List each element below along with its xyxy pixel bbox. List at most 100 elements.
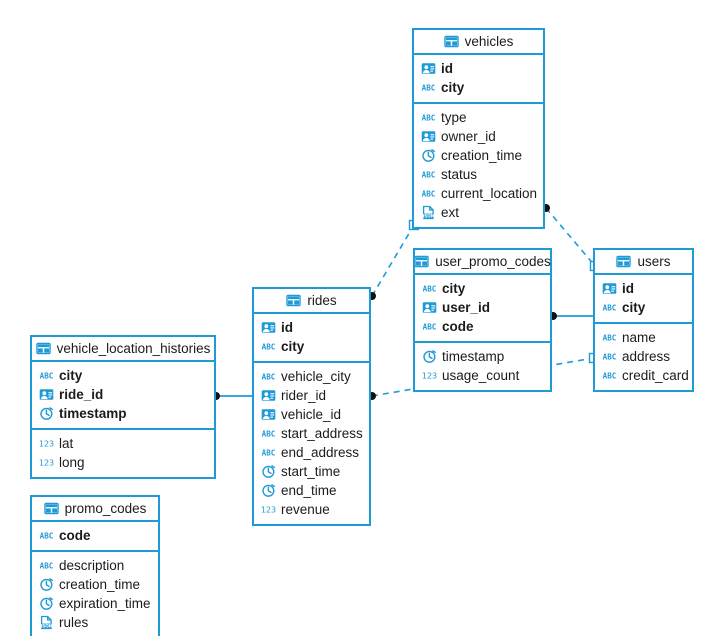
table-icon bbox=[616, 254, 632, 269]
svg-text:JSON: JSON bbox=[422, 213, 435, 218]
abc-string-icon: ABC bbox=[422, 319, 437, 334]
primary-key-row-city[interactable]: ABC city bbox=[32, 366, 214, 385]
column-row-expiration_time[interactable]: expiration_time bbox=[32, 594, 158, 613]
abc-string-icon: ABC bbox=[261, 426, 276, 441]
column-row-name[interactable]: ABC name bbox=[595, 328, 692, 347]
column-row-owner_id[interactable]: owner_id bbox=[414, 127, 543, 146]
uuid-key-icon bbox=[422, 300, 437, 315]
abc-string-icon: ABC bbox=[261, 369, 276, 384]
column-row-vehicle_id[interactable]: vehicle_id bbox=[254, 405, 369, 424]
column-row-end_time[interactable]: end_time bbox=[254, 481, 369, 500]
svg-text:ABC: ABC bbox=[422, 84, 436, 93]
table-icon bbox=[414, 254, 429, 269]
column-row-vehicle_city[interactable]: ABC vehicle_city bbox=[254, 367, 369, 386]
column-row-creation_time[interactable]: creation_time bbox=[414, 146, 543, 165]
123-number-icon: 123 bbox=[261, 502, 276, 517]
table-header-user_promo_codes[interactable]: user_promo_codes bbox=[414, 250, 551, 275]
table-header-vehicle_location_histories[interactable]: vehicle_location_histories bbox=[32, 337, 214, 362]
uuid-key-icon bbox=[39, 387, 54, 402]
svg-text:ABC: ABC bbox=[422, 171, 436, 180]
column-row-status[interactable]: ABC status bbox=[414, 165, 543, 184]
abc-string-icon: ABC bbox=[602, 300, 617, 315]
svg-text:ABC: ABC bbox=[423, 285, 437, 294]
primary-key-row-id[interactable]: id bbox=[414, 59, 543, 78]
column-name: ride_id bbox=[59, 386, 104, 402]
uuid-key-icon bbox=[602, 281, 617, 296]
table-header-rides[interactable]: rides bbox=[254, 289, 369, 314]
abc-string-icon: ABC bbox=[39, 528, 54, 543]
table-header-users[interactable]: users bbox=[595, 250, 692, 275]
column-row-timestamp[interactable]: timestamp bbox=[415, 347, 550, 366]
column-row-start_time[interactable]: start_time bbox=[254, 462, 369, 481]
column-name: credit_card bbox=[622, 367, 689, 383]
column-name: vehicle_city bbox=[281, 368, 351, 384]
table-icon bbox=[35, 341, 51, 356]
table-title: promo_codes bbox=[64, 500, 147, 516]
column-row-rider_id[interactable]: rider_id bbox=[254, 386, 369, 405]
column-name: start_address bbox=[281, 425, 363, 441]
abc-string-icon: ABC bbox=[39, 368, 54, 383]
primary-key-row-ride_id[interactable]: ride_id bbox=[32, 385, 214, 404]
svg-text:ABC: ABC bbox=[262, 449, 276, 458]
123-number-icon: 123 bbox=[39, 455, 54, 470]
uuid-key-icon bbox=[261, 407, 276, 422]
primary-key-row-timestamp[interactable]: timestamp bbox=[32, 404, 214, 423]
relationship-user-promo-codes-to-users[interactable] bbox=[549, 312, 593, 320]
svg-text:ABC: ABC bbox=[262, 373, 276, 382]
column-row-ext[interactable]: JSON ext bbox=[414, 203, 543, 222]
column-name: ext bbox=[441, 204, 460, 220]
column-name: city bbox=[622, 299, 646, 315]
column-row-creation_time[interactable]: creation_time bbox=[32, 575, 158, 594]
column-name: revenue bbox=[281, 501, 330, 517]
table-header-vehicles[interactable]: vehicles bbox=[414, 30, 543, 55]
column-name: id bbox=[622, 280, 634, 296]
column-name: id bbox=[441, 60, 453, 76]
relationship-vehicles-to-rides[interactable] bbox=[368, 219, 420, 301]
json-icon: JSON bbox=[39, 615, 54, 630]
column-name: status bbox=[441, 166, 478, 182]
primary-key-row-id[interactable]: id bbox=[595, 279, 692, 298]
relationship-vehicle-location-histories-to-rides[interactable] bbox=[212, 392, 252, 400]
column-name: city bbox=[59, 367, 83, 383]
primary-key-row-user_id[interactable]: user_id bbox=[415, 298, 550, 317]
column-row-revenue[interactable]: 123 revenue bbox=[254, 500, 369, 519]
column-name: code bbox=[442, 318, 474, 334]
column-name: name bbox=[622, 329, 656, 345]
primary-key-row-code[interactable]: ABC code bbox=[415, 317, 550, 336]
primary-key-row-id[interactable]: id bbox=[254, 318, 369, 337]
svg-text:JSON: JSON bbox=[40, 623, 53, 628]
table-header-promo_codes[interactable]: promo_codes bbox=[32, 497, 158, 522]
primary-key-section-vehicle_location_histories: ABC city ride_id timestamp bbox=[32, 362, 214, 430]
clock-icon bbox=[261, 464, 276, 479]
column-row-start_address[interactable]: ABC start_address bbox=[254, 424, 369, 443]
primary-key-row-city[interactable]: ABC city bbox=[595, 298, 692, 317]
column-name: creation_time bbox=[441, 147, 523, 163]
relationship-line bbox=[371, 224, 415, 297]
svg-text:ABC: ABC bbox=[603, 334, 617, 343]
